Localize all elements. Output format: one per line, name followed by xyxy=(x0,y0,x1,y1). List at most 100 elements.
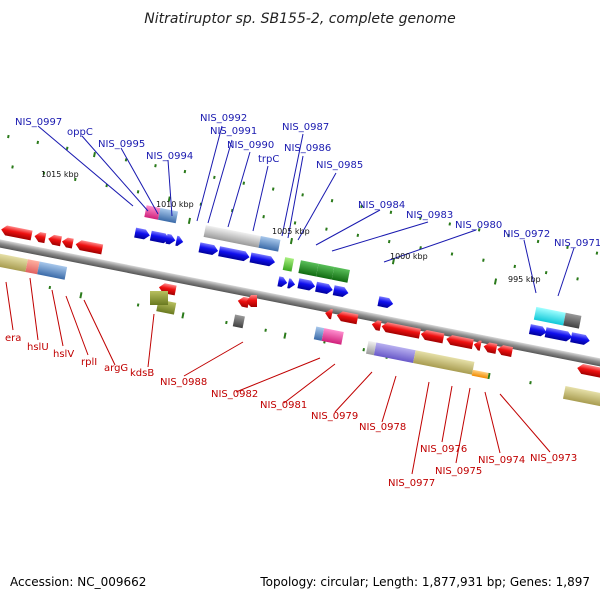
gene-label: NIS_0977 xyxy=(388,478,435,489)
gene-label: NIS_0981 xyxy=(260,400,307,411)
gene-arrow xyxy=(246,295,257,307)
gene-label: NIS_0982 xyxy=(211,389,258,400)
gene-label: hslV xyxy=(53,349,74,360)
gene-label: NIS_0997 xyxy=(15,117,62,128)
map-track xyxy=(0,134,600,407)
gene-label: hslU xyxy=(27,342,49,353)
gene-label: trpC xyxy=(258,154,279,165)
leader-lines-reverse xyxy=(5,277,551,475)
gene-label: oppC xyxy=(67,127,93,138)
gene-block xyxy=(563,312,582,329)
gene-arrow xyxy=(165,233,176,245)
scale-label: 995 kbp xyxy=(508,275,541,284)
gene-block xyxy=(313,326,325,341)
gene-label: NIS_0986 xyxy=(284,143,331,154)
gene-arrow xyxy=(134,227,150,240)
gene-arrow xyxy=(198,242,219,255)
gene-arrow xyxy=(175,235,184,246)
gene-label: NIS_0978 xyxy=(359,422,406,433)
gene-arrow xyxy=(577,364,600,378)
gene-block xyxy=(158,207,179,224)
gene-label: NIS_0994 xyxy=(146,151,193,162)
gene-block xyxy=(150,291,168,305)
gene-block xyxy=(562,386,600,407)
tick-row-bottom xyxy=(48,285,581,398)
gene-arrow xyxy=(381,322,421,339)
gene-label: NIS_0973 xyxy=(530,453,577,464)
gene-label: NIS_0976 xyxy=(420,444,467,455)
forward-genes-row xyxy=(134,205,590,345)
gene-block xyxy=(37,261,68,280)
gene-label: NIS_0971 xyxy=(554,238,600,249)
gene-arrow xyxy=(297,278,316,291)
gene-block xyxy=(321,328,344,345)
gene-block xyxy=(533,306,566,326)
gene-arrow xyxy=(237,296,250,308)
gene-block xyxy=(365,340,377,356)
gene-label: NIS_0983 xyxy=(406,210,453,221)
scale-label: 1015 kbp xyxy=(41,170,79,179)
gene-block xyxy=(471,369,489,379)
gene-label: NIS_0988 xyxy=(160,377,207,388)
gene-label: argG xyxy=(104,363,128,374)
gene-arrow xyxy=(325,309,333,320)
gene-block xyxy=(413,350,475,375)
gene-arrow xyxy=(332,285,349,298)
accession-text: Accession: NC_009662 xyxy=(10,575,146,589)
gene-block xyxy=(298,260,319,277)
gene-label: NIS_0975 xyxy=(435,466,482,477)
reverse-genes-row xyxy=(0,225,600,407)
gene-label: NIS_0990 xyxy=(227,140,274,151)
gene-arrow xyxy=(1,225,33,241)
gene-arrow xyxy=(61,237,74,249)
gene-arrow xyxy=(544,327,573,342)
gene-arrow xyxy=(473,340,482,351)
gene-arrow xyxy=(277,276,288,287)
gene-arrow xyxy=(371,320,382,331)
gene-arrow xyxy=(570,332,590,345)
gene-arrow xyxy=(249,252,276,267)
gene-block xyxy=(331,266,350,283)
tick-row-inner-top xyxy=(187,217,498,285)
gene-arrow xyxy=(48,234,62,247)
gene-block xyxy=(316,263,335,280)
gene-arrow xyxy=(483,342,498,354)
scale-label: 1000 kbp xyxy=(390,252,428,261)
gene-block xyxy=(25,259,40,275)
gene-block xyxy=(232,314,245,329)
gene-arrow xyxy=(446,335,474,350)
gene-arrow xyxy=(528,324,547,337)
tick-row-outer xyxy=(7,134,599,255)
gene-block xyxy=(0,250,28,272)
gene-label: NIS_0995 xyxy=(98,139,145,150)
genome-stats-text: Topology: circular; Length: 1,877,931 bp… xyxy=(259,575,590,589)
gene-block xyxy=(258,236,281,252)
gene-label: NIS_0985 xyxy=(316,160,363,171)
scale-label: 1010 kbp xyxy=(156,200,194,209)
gene-label: era xyxy=(5,333,21,344)
gene-arrow xyxy=(75,240,104,255)
gene-label: NIS_0984 xyxy=(358,200,405,211)
gene-label: NIS_0974 xyxy=(478,455,525,466)
gene-arrow xyxy=(149,230,170,244)
scale-label: 1005 kbp xyxy=(272,227,310,236)
gene-label: NIS_0992 xyxy=(200,113,247,124)
gene-block xyxy=(144,205,161,220)
gene-arrow xyxy=(315,281,333,294)
gene-block xyxy=(203,225,261,248)
leader-lines-forward xyxy=(37,125,575,297)
gene-label: NIS_0980 xyxy=(455,220,502,231)
gene-label: NIS_0979 xyxy=(311,411,358,422)
gene-label: NIS_0987 xyxy=(282,122,329,133)
gene-label: NIS_0972 xyxy=(503,229,550,240)
gene-arrow xyxy=(287,278,296,289)
gene-label: rplI xyxy=(81,357,97,368)
genome-backbone xyxy=(0,233,600,373)
gene-arrow xyxy=(420,330,445,344)
gene-block xyxy=(373,342,416,364)
gene-block xyxy=(282,257,295,272)
gene-arrow xyxy=(377,296,394,308)
gene-label: kdsB xyxy=(130,368,154,379)
gene-arrow xyxy=(336,311,359,325)
